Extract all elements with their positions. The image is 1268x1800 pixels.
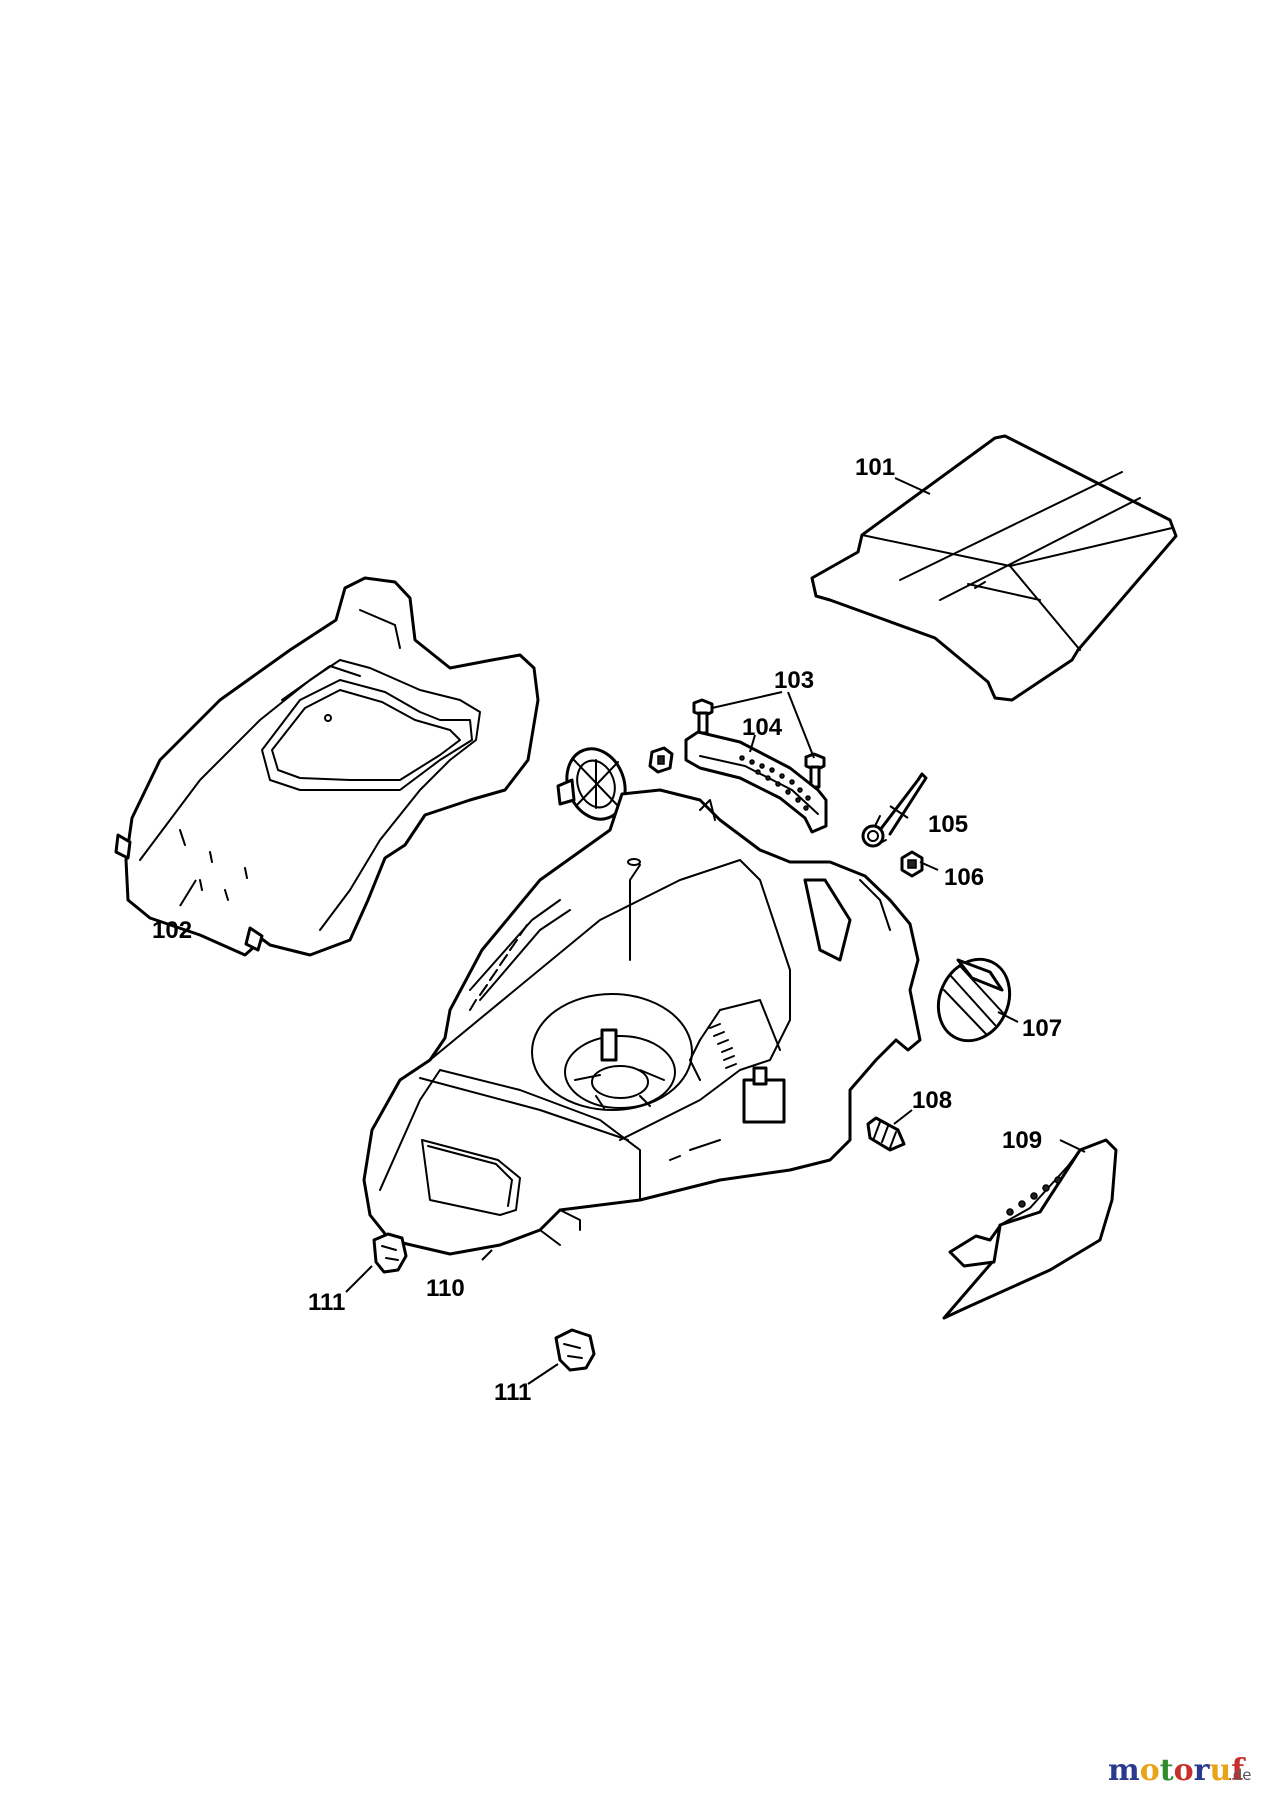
wm-letter-2: t [1160, 1753, 1174, 1788]
leader-111b [527, 1363, 559, 1385]
label-101: 101 [855, 454, 895, 481]
label-103: 103 [774, 667, 814, 694]
part-109-cover [942, 1138, 1118, 1320]
label-111-a: 111 [308, 1289, 345, 1316]
part-108-bush [866, 1116, 906, 1152]
wm-letter-4: r [1194, 1753, 1211, 1788]
leader-111a [345, 1265, 373, 1293]
part-104-bracket [684, 730, 828, 834]
wm-letter-5: u [1209, 1753, 1231, 1788]
label-109: 109 [1002, 1127, 1042, 1154]
part-111-clip-b [554, 1328, 596, 1372]
label-105: 105 [928, 811, 968, 838]
leader-103a [711, 691, 783, 709]
svg-text:motoruf: motoruf [1108, 1753, 1246, 1788]
label-106: 106 [944, 864, 984, 891]
wm-letter-0: m [1108, 1753, 1140, 1788]
motoruf-watermark: motoruf .de [1108, 1753, 1252, 1788]
part-107-knob [936, 957, 1012, 1043]
wm-letter-3: o [1174, 1753, 1194, 1788]
leader-lines [179, 477, 1086, 1385]
part-102-rear-cover [114, 576, 540, 957]
part-101-flap [810, 434, 1178, 702]
wm-letter-1: o [1140, 1753, 1160, 1788]
part-106-nut [900, 850, 924, 878]
part-labels: 101 102 103 104 105 106 107 108 109 110 … [152, 454, 1062, 1406]
label-111-b: 111 [494, 1379, 531, 1406]
part-111-clip-a [372, 1232, 408, 1274]
leader-102 [179, 879, 197, 907]
wm-suffix: .de [1228, 1766, 1252, 1784]
leader-110 [481, 1249, 493, 1261]
label-108: 108 [912, 1087, 952, 1114]
wheel-hub-part [556, 747, 627, 821]
leader-107 [997, 1011, 1019, 1023]
label-107: 107 [1022, 1015, 1062, 1042]
label-110: 110 [426, 1275, 465, 1302]
wm-letter-6: f [1231, 1753, 1246, 1788]
leader-103b [787, 691, 815, 759]
leader-101 [894, 477, 931, 495]
label-104: 104 [742, 714, 783, 741]
leader-106 [919, 861, 939, 871]
part-110-deck [362, 788, 922, 1256]
leader-108 [893, 1109, 913, 1125]
label-102: 102 [152, 917, 192, 944]
leader-109 [1059, 1139, 1086, 1153]
part-105-spring [861, 772, 928, 848]
leader-105 [889, 805, 909, 819]
leader-104 [749, 734, 756, 753]
